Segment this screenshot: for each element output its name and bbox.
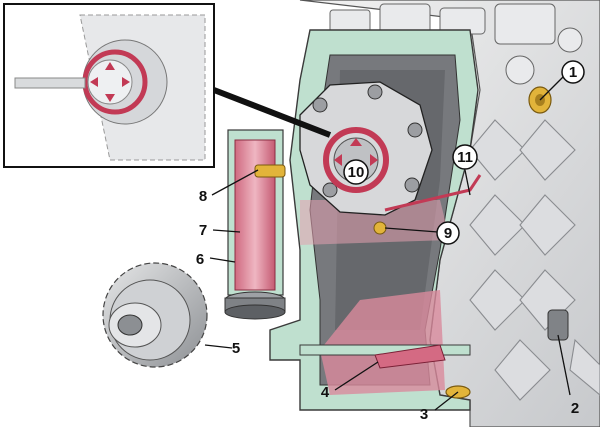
callout-2-label: 2 [571,400,579,417]
callout-6-label: 6 [196,251,204,268]
bolt-8 [254,164,286,178]
callout-3-label: 3 [420,406,428,423]
callout-4-label: 4 [321,384,330,401]
callout-1: 1 [561,60,585,84]
plug-side [547,309,569,341]
callout-11-label: 11 [457,149,473,166]
leader-lines [204,74,571,411]
oil-line [384,174,482,212]
oil-pickup [374,344,446,369]
callout-7-label: 7 [199,222,207,239]
callout-9-label: 9 [444,225,452,242]
callout-10-label: 10 [348,164,365,181]
bolt-9 [373,221,387,235]
callout-8-label: 8 [199,188,207,205]
callout-11: 11 [452,144,478,170]
oil-filter-tube [224,129,286,320]
callout-10: 10 [343,159,369,185]
callout-5-label: 5 [232,340,240,357]
inset-detail [3,3,215,168]
drive-gear [102,262,208,368]
callout-9: 9 [436,221,460,245]
inset-connector [212,87,332,138]
callout-1-label: 1 [569,64,577,81]
